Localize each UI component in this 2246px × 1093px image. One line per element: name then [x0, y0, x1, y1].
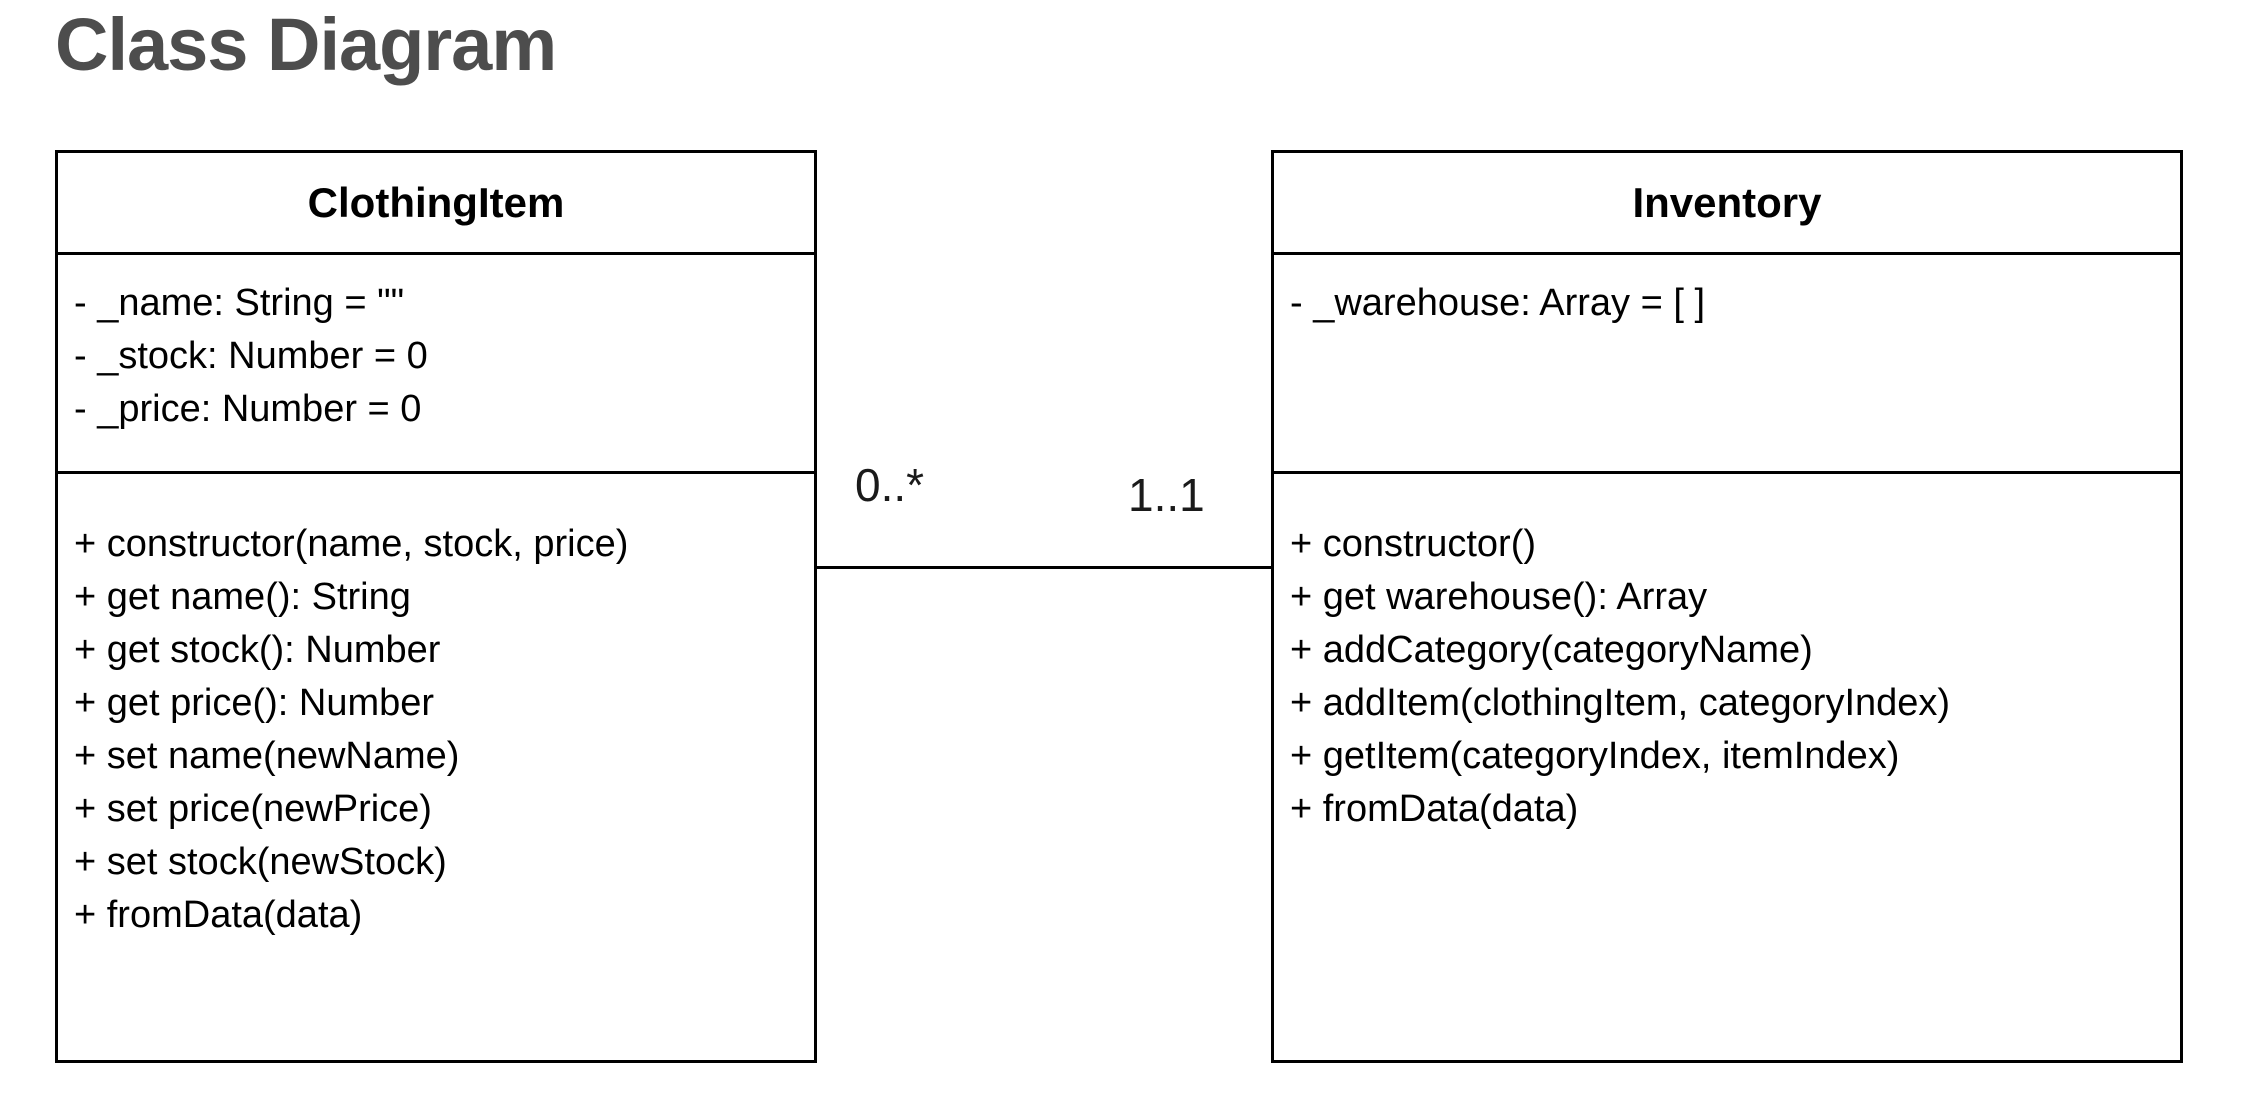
- class-box-clothingitem: ClothingItem - _name: String = "" - _sto…: [55, 150, 817, 1063]
- method-row: + get warehouse(): Array: [1290, 576, 1708, 618]
- method-row: + set name(newName): [74, 735, 460, 777]
- association-target-multiplicity: 1..1: [1128, 469, 1205, 521]
- method-row: + get price(): Number: [74, 682, 435, 724]
- method-row: + fromData(data): [74, 894, 363, 936]
- method-row: + addItem(clothingItem, categoryIndex): [1290, 682, 1951, 724]
- method-row: + fromData(data): [1290, 788, 1579, 830]
- association-source-multiplicity: 0..*: [855, 459, 925, 511]
- method-row: + addCategory(categoryName): [1290, 629, 1813, 671]
- method-row: + get name(): String: [74, 576, 411, 618]
- method-row: + constructor(name, stock, price): [74, 523, 629, 565]
- class-name-inventory: Inventory: [1274, 153, 2180, 255]
- methods-compartment-inventory: + constructor() + get warehouse(): Array…: [1274, 474, 2180, 1060]
- attribute-row: - _price: Number = 0: [74, 388, 422, 430]
- attribute-row: - _warehouse: Array = [ ]: [1290, 282, 1706, 324]
- attribute-row: - _name: String = "": [74, 282, 405, 324]
- method-row: + getItem(categoryIndex, itemIndex): [1290, 735, 1900, 777]
- attribute-row: - _stock: Number = 0: [74, 335, 428, 377]
- association-line: [817, 566, 1271, 569]
- attributes-compartment-inventory: - _warehouse: Array = [ ]: [1274, 255, 2180, 474]
- class-name-clothingitem: ClothingItem: [58, 153, 814, 255]
- class-box-inventory: Inventory - _warehouse: Array = [ ] + co…: [1271, 150, 2183, 1063]
- methods-compartment-clothingitem: + constructor(name, stock, price) + get …: [58, 474, 814, 1060]
- attributes-compartment-clothingitem: - _name: String = "" - _stock: Number = …: [58, 255, 814, 474]
- method-row: + set price(newPrice): [74, 788, 432, 830]
- page-title: Class Diagram: [55, 3, 557, 86]
- method-row: + set stock(newStock): [74, 841, 447, 883]
- method-row: + get stock(): Number: [74, 629, 441, 671]
- method-row: + constructor(): [1290, 523, 1537, 565]
